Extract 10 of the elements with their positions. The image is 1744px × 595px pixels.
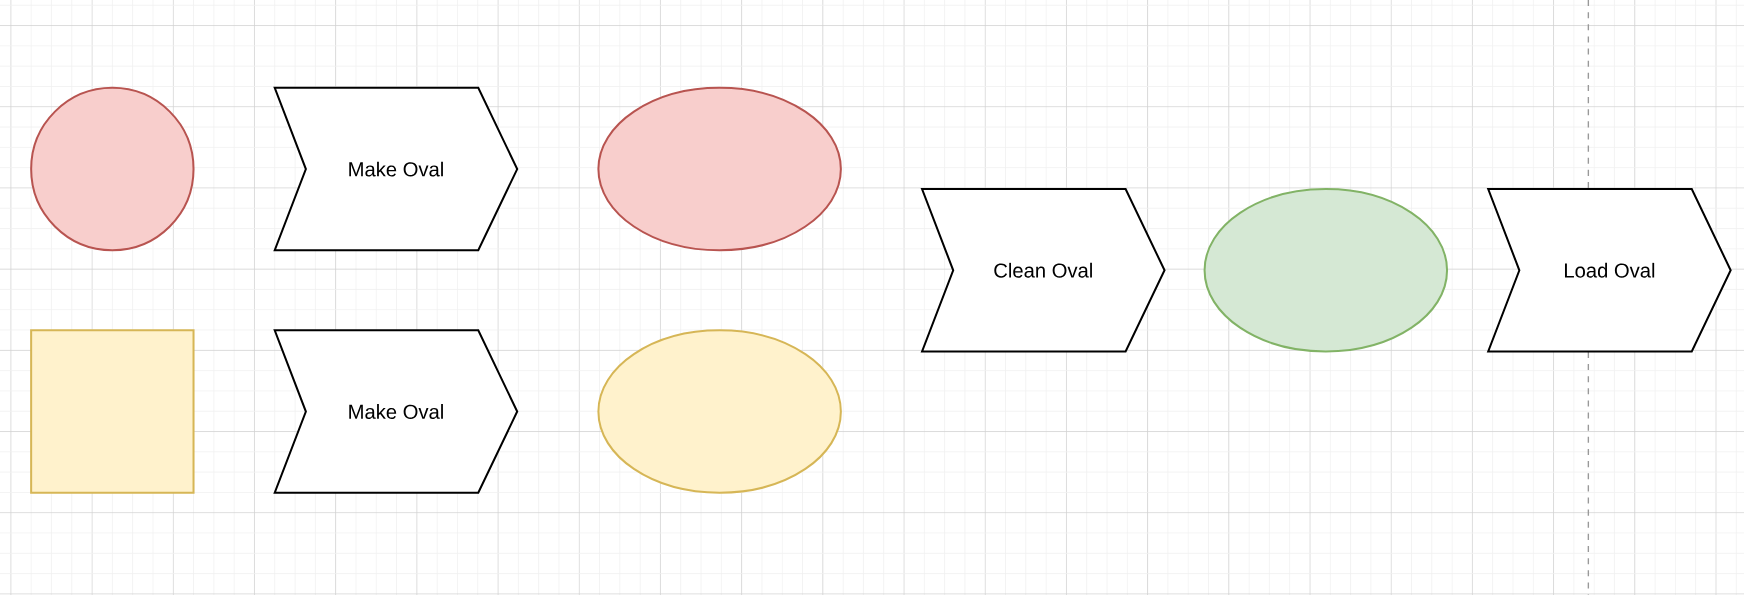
process-chevron: Clean Oval	[920, 188, 1166, 353]
oval	[597, 329, 842, 494]
square	[30, 329, 195, 494]
process-chevron: Make Oval	[273, 86, 519, 252]
process-chevron: Load Oval	[1486, 188, 1732, 353]
oval	[597, 86, 842, 252]
process-chevron: Make Oval	[273, 329, 519, 494]
circle	[30, 86, 195, 252]
node-label: Load Oval	[1565, 262, 1655, 278]
oval	[1203, 188, 1449, 353]
